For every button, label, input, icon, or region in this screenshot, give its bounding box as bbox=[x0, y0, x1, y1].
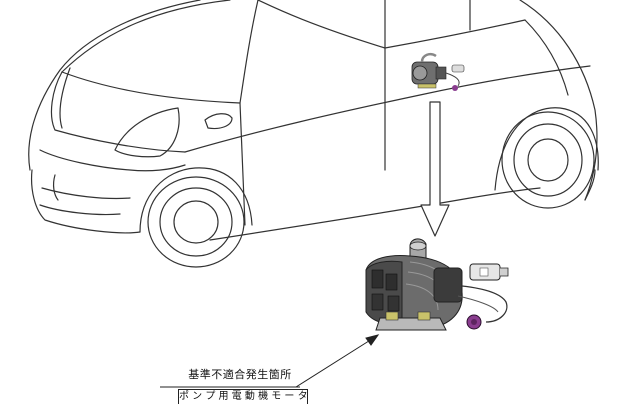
down-arrow bbox=[420, 101, 450, 237]
car-hood bbox=[50, 71, 186, 153]
pump-location-marker bbox=[411, 53, 465, 91]
pump-wiring-harness bbox=[461, 285, 508, 323]
car-side-sill bbox=[209, 187, 541, 241]
car-front-door bbox=[239, 102, 246, 226]
car-rear-wheel-arch bbox=[494, 107, 599, 191]
pump-harness-terminal bbox=[466, 314, 482, 330]
car-windshield bbox=[61, 0, 231, 73]
callout-label: 基準不適合発生箇所 bbox=[188, 368, 292, 381]
car-drawing bbox=[28, 0, 599, 268]
pump-connector bbox=[469, 263, 509, 281]
pump-motor-assembly bbox=[365, 238, 509, 331]
car-body-outline bbox=[28, 0, 201, 171]
callout-sublabel: ポ ン プ 用 電 動 機 モ ー タ bbox=[178, 389, 308, 404]
car-headlamp bbox=[114, 107, 180, 158]
car-front-bumper bbox=[39, 149, 186, 172]
car-front-wheel-arch bbox=[139, 167, 253, 233]
car-rear-door bbox=[384, 19, 526, 49]
car-front-wheel bbox=[147, 176, 245, 268]
car-rear-wheel bbox=[501, 111, 595, 209]
callout-leader bbox=[160, 334, 380, 388]
